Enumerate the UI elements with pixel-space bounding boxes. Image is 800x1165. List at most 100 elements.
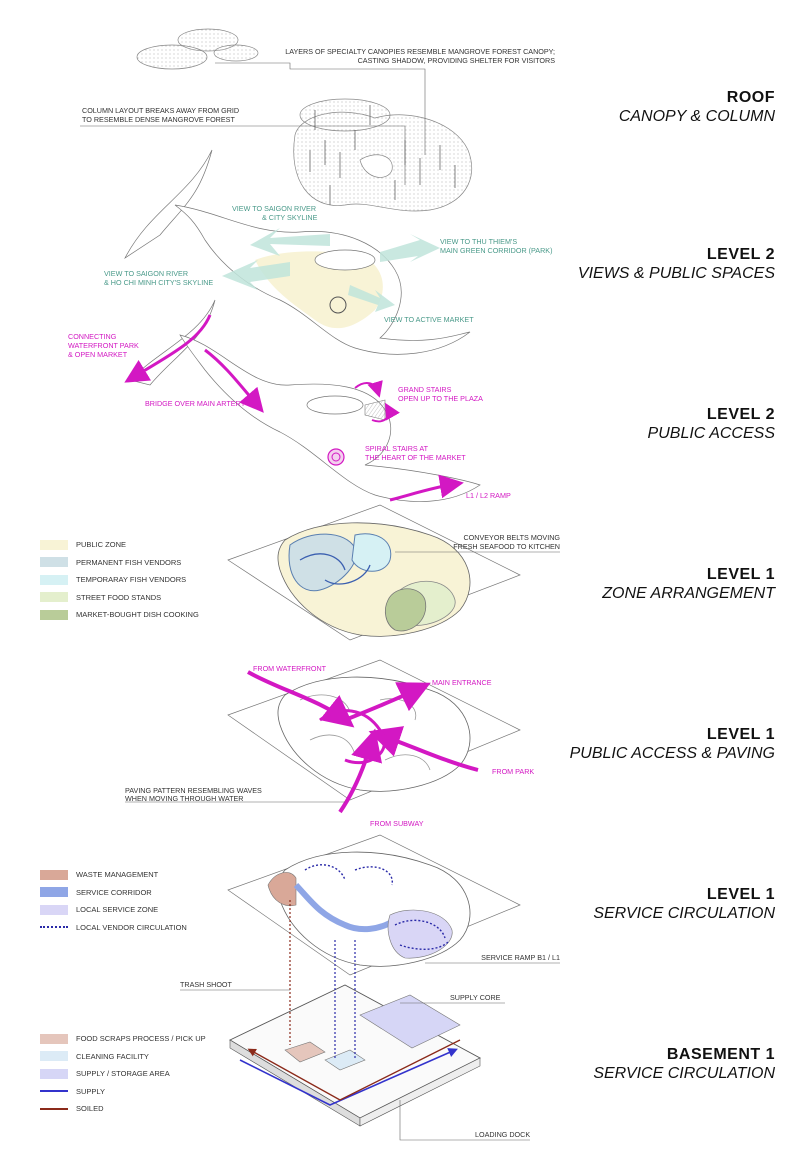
legend-label: CLEANING FACILITY [76, 1051, 149, 1061]
access-arrow-grand-1 [354, 380, 383, 398]
legend-swatch [40, 904, 68, 915]
label-grand-1: GRAND STAIRS [398, 385, 452, 394]
service-corridor [293, 882, 397, 933]
level-title-l2-access: LEVEL 2 PUBLIC ACCESS [648, 405, 775, 443]
legend-swatch [40, 1068, 68, 1079]
legend-item: SUPPLY [40, 1083, 206, 1101]
legend-item: TEMPORARAY FISH VENDORS [40, 571, 199, 589]
level2-views-plan [124, 149, 471, 355]
leader-column [80, 125, 406, 185]
access-arrow-ramp [389, 474, 464, 502]
legend-label: PUBLIC ZONE [76, 540, 127, 550]
basement-food-scraps [284, 1041, 326, 1063]
label-connecting-2: WATERFRONT PARK [68, 341, 139, 350]
legend-label: STREET FOOD STANDS [76, 592, 162, 602]
legend-label: SUPPLY / STORAGE AREA [76, 1069, 170, 1079]
legend-swatch [40, 869, 68, 880]
view-arrow-hcmc [222, 260, 290, 290]
level-title: LEVEL 1 [706, 566, 775, 583]
level-title-basement: BASEMENT 1 SERVICE CIRCULATION [593, 1045, 775, 1083]
level-title-l1-zone: LEVEL 1 ZONE ARRANGEMENT [602, 565, 775, 603]
legend-item: PUBLIC ZONE [40, 536, 199, 554]
label-conveyor-1: CONVEYOR BELTS MOVING [463, 533, 560, 542]
legend-basement: FOOD SCRAPS PROCESS / PICK UP CLEANING F… [40, 1030, 206, 1118]
view-label-hcmc-2: & HO CHI MINH CITY'S SKYLINE [104, 278, 213, 287]
canopy-small-3 [213, 44, 259, 62]
label-from-park: FROM PARK [492, 767, 534, 776]
service-vendor-circ [304, 864, 449, 950]
level-title-roof: ROOF CANOPY & COLUMN [619, 88, 775, 126]
basement-supply-route [239, 1048, 458, 1106]
view-label-thuthiem-1: VIEW TO THU THIEM'S [440, 237, 517, 246]
legend-item: PERMANENT FISH VENDORS [40, 554, 199, 572]
label-conveyor-2: FRESH SEAFOOD TO KITCHEN [453, 542, 560, 551]
legend-item: LOCAL VENDOR CIRCULATION [40, 919, 187, 937]
legend-item: SUPPLY / STORAGE AREA [40, 1065, 206, 1083]
label-grand-2: OPEN UP TO THE PLAZA [398, 394, 483, 403]
view-label-market: VIEW TO ACTIVE MARKET [384, 315, 474, 324]
level-title: BASEMENT 1 [666, 1046, 775, 1063]
view-label-hcmc-1: VIEW TO SAIGON RIVER [104, 269, 188, 278]
level-title-l1-access: LEVEL 1 PUBLIC ACCESS & PAVING [570, 725, 775, 763]
label-spiral-2: THE HEART OF THE MARKET [365, 453, 466, 462]
level-title: LEVEL 1 [706, 726, 775, 743]
views-bridge-path [124, 149, 213, 260]
note-canopy-line1: LAYERS OF SPECIALTY CANOPIES RESEMBLE MA… [285, 47, 555, 56]
level-subtitle: CANOPY & COLUMN [618, 108, 775, 125]
views-void [314, 249, 376, 271]
label-service-ramp: SERVICE RAMP B1 / L1 [481, 953, 560, 962]
basement-labels: LOADING DOCK [475, 1130, 530, 1139]
view-arrow-thuthiem [380, 234, 440, 262]
label-ramp: L1 / L2 RAMP [466, 491, 511, 500]
level-subtitle: VIEWS & PUBLIC SPACES [577, 265, 775, 282]
level-title-l2-views: LEVEL 2 VIEWS & PUBLIC SPACES [578, 245, 775, 283]
roof-labels: LAYERS OF SPECIALTY CANOPIES RESEMBLE MA… [82, 47, 555, 124]
label-trash: TRASH SHOOT [180, 980, 233, 989]
label-main-entrance: MAIN ENTRANCE [432, 678, 492, 687]
legend-swatch [40, 574, 68, 585]
legend-swatch [40, 609, 68, 620]
legend-swatch [40, 887, 68, 898]
note-column-line2: TO RESEMBLE DENSE MANGROVE FOREST [82, 115, 235, 124]
legend-label: LOCAL VENDOR CIRCULATION [76, 922, 187, 932]
basement-storage [359, 994, 461, 1049]
legend-swatch [40, 539, 68, 550]
arrow-main-entrance [344, 682, 431, 722]
legend-item: LOCAL SERVICE ZONE [40, 901, 187, 919]
service-waste-zone [267, 872, 297, 906]
label-loading-dock: LOADING DOCK [475, 1130, 530, 1139]
access-l2-labels: CONNECTING WATERFRONT PARK & OPEN MARKET… [68, 332, 511, 500]
canopy-small-2 [177, 28, 239, 52]
legend-label: WASTE MANAGEMENT [76, 870, 159, 880]
label-from-subway: FROM SUBWAY [370, 819, 424, 828]
access-spiral-core [331, 452, 341, 462]
zone-dish-cooking [384, 588, 427, 632]
basement-soiled-route [247, 1039, 461, 1101]
level1-zone-plan [227, 504, 560, 641]
leader-canopy [215, 62, 426, 155]
level2-access-plan [124, 299, 481, 502]
legend-item: FOOD SCRAPS PROCESS / PICK UP [40, 1030, 206, 1048]
label-paving-2: WHEN MOVING THROUGH WATER [125, 794, 243, 803]
level-title: LEVEL 2 [706, 246, 775, 263]
note-column-line1: COLUMN LAYOUT BREAKS AWAY FROM GRID [82, 106, 239, 115]
level1-access-plan [125, 659, 521, 814]
canopy-medium [299, 98, 391, 132]
views-spiral-stair [329, 296, 347, 314]
zone-conveyor [299, 553, 371, 585]
legend-item: MARKET-BOUGHT DISH COOKING [40, 606, 199, 624]
access-bridge-path [129, 299, 216, 386]
legend-swatch [40, 592, 68, 603]
legend-label: PERMANENT FISH VENDORS [76, 557, 182, 567]
access-platform [179, 334, 481, 502]
basement-plan [180, 900, 530, 1141]
legend-supply-arrow-icon [40, 1090, 68, 1093]
level-subtitle: SERVICE CIRCULATION [593, 905, 775, 922]
label-connecting-3: & OPEN MARKET [68, 350, 128, 359]
arrow-inner-loop [319, 709, 387, 765]
canopy-small-1 [136, 44, 208, 70]
access-l1-labels: FROM WATERFRONT MAIN ENTRANCE FROM PARK … [253, 664, 534, 828]
note-canopy-line2: CASTING SHADOW, PROVIDING SHELTER FOR VI… [358, 56, 556, 65]
level-subtitle: PUBLIC ACCESS [647, 425, 775, 442]
